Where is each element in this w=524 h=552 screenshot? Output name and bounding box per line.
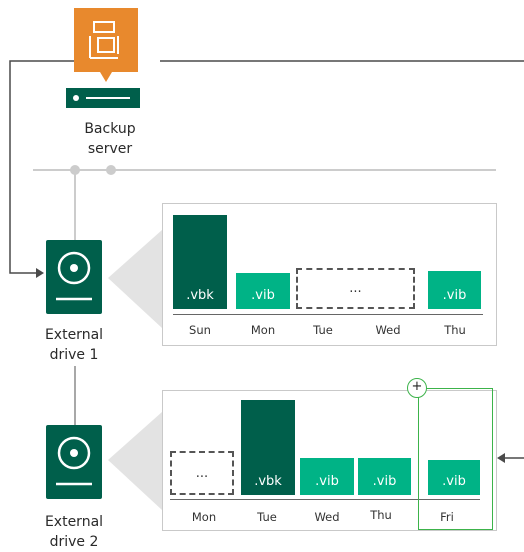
drive1-label: External drive 1	[44, 327, 104, 363]
timeline-line	[173, 314, 483, 315]
day-label: Thu	[444, 323, 466, 337]
vib-block: .vib	[428, 271, 481, 309]
vib-block: .vib	[236, 273, 290, 309]
day-label: Wed	[314, 510, 340, 524]
new-increment-highlight	[418, 388, 493, 530]
new-vib-block: .vib	[428, 460, 480, 495]
external-drive-icon	[56, 436, 92, 486]
backup-server	[66, 8, 142, 108]
timeline-line	[170, 499, 480, 500]
external-drive-1	[46, 240, 102, 314]
vbk-block: .vbk	[173, 215, 227, 309]
server-label: Backup server	[84, 121, 136, 157]
day-label: Tue	[313, 323, 333, 337]
external-drive-icon	[56, 251, 92, 301]
placeholder-block: ...	[296, 268, 415, 309]
day-label: Thu	[370, 508, 392, 522]
day-label: Tue	[257, 510, 277, 524]
backup-server-icon	[66, 8, 140, 108]
vib-block: .vib	[358, 458, 411, 495]
placeholder-block: ...	[170, 451, 234, 495]
day-label: Sun	[189, 323, 211, 337]
drive2-backup-chain: ... .vbk .vib .vib .vib Mon Tue Wed Thu …	[162, 390, 497, 531]
drive2-label: External drive 2	[44, 514, 104, 550]
day-label: Fri	[440, 510, 454, 524]
external-drive-2	[46, 425, 102, 499]
day-label: Wed	[375, 323, 401, 337]
vbk-block: .vbk	[241, 400, 295, 495]
drive1-backup-chain: .vbk .vib ... .vib Sun Mon Tue Wed Thu	[162, 203, 497, 346]
day-label: Mon	[250, 323, 276, 337]
vib-block: .vib	[300, 458, 354, 495]
day-label: Mon	[191, 510, 217, 524]
add-icon: +	[407, 378, 427, 398]
